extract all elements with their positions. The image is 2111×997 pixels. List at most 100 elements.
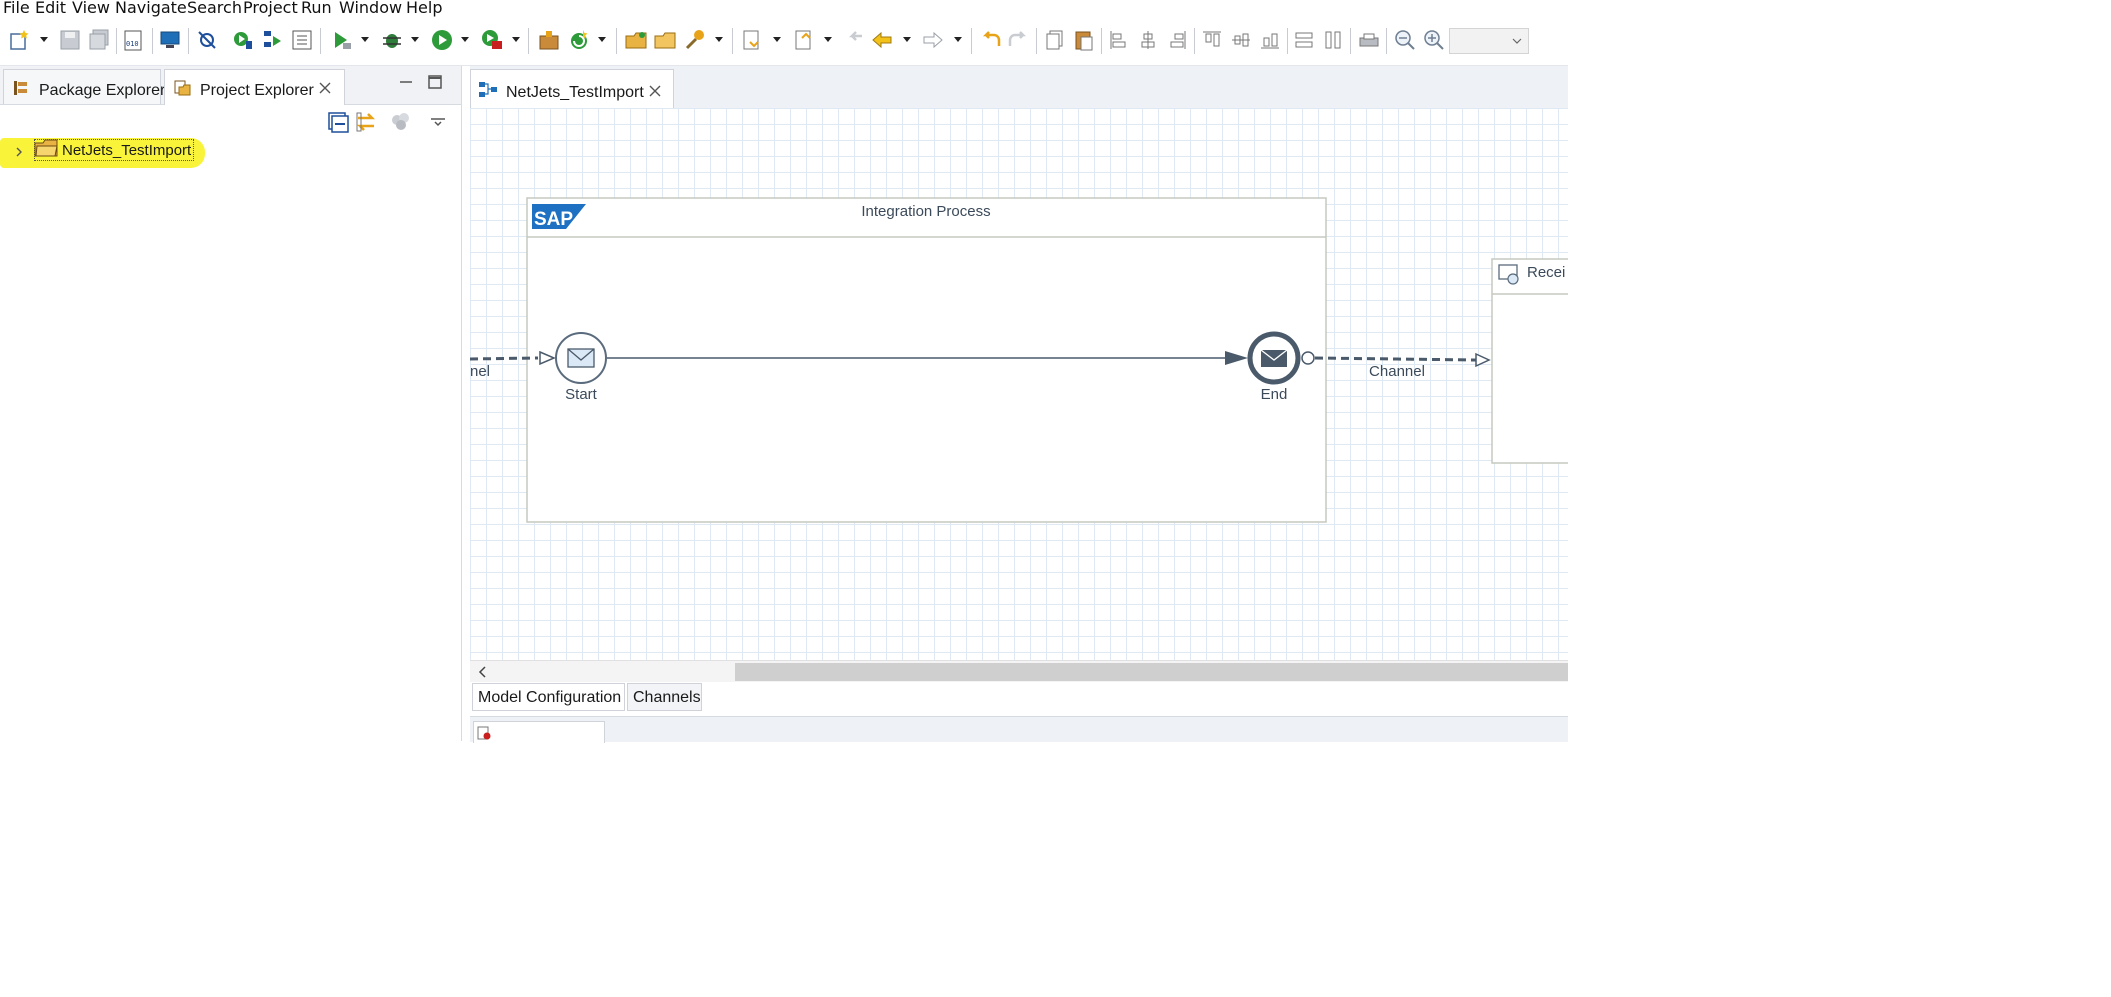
external-tools-icon[interactable]	[480, 28, 504, 52]
tree-item-label: NetJets_TestImport	[62, 142, 192, 159]
filter-icon[interactable]	[389, 110, 413, 134]
tab-label: Project Explorer	[200, 82, 314, 99]
paste-icon[interactable]	[1072, 28, 1096, 52]
collapse-all-icon[interactable]	[326, 110, 350, 134]
next-annotation-icon[interactable]	[740, 28, 764, 52]
align-middle-icon[interactable]	[1229, 28, 1253, 52]
envelope-icon	[567, 348, 595, 368]
last-edit-icon[interactable]	[842, 28, 866, 52]
open-folder-icon[interactable]	[624, 28, 648, 52]
flow-run-icon[interactable]	[261, 28, 285, 52]
match-width-icon[interactable]	[1292, 28, 1316, 52]
editor-area: NetJets_TestImport SAP Integration Proce…	[470, 66, 1568, 743]
run-icon[interactable]	[430, 28, 454, 52]
receiver-participant[interactable]	[1491, 258, 1568, 464]
save-all-icon[interactable]	[87, 28, 111, 52]
receiver-channel-line[interactable]	[1314, 356, 1477, 362]
save-icon[interactable]	[58, 28, 82, 52]
open-project-icon[interactable]	[653, 28, 677, 52]
redo-icon[interactable]	[1006, 28, 1030, 52]
view-menu-icon[interactable]	[426, 110, 450, 134]
chevron-left-icon[interactable]	[478, 666, 488, 678]
menu-window[interactable]: Window	[339, 0, 403, 17]
close-icon[interactable]	[647, 83, 663, 99]
link-with-editor-icon[interactable]	[354, 110, 378, 134]
pool-title: Integration Process	[861, 203, 990, 220]
start-event[interactable]	[555, 332, 607, 384]
tool-icon[interactable]	[683, 28, 707, 52]
prev-annotation-icon[interactable]	[792, 28, 816, 52]
horizontal-scrollbar[interactable]	[470, 660, 1568, 683]
editor-page-tabs: Model Configuration Channels	[470, 682, 1568, 712]
zoom-level-combo[interactable]	[1449, 28, 1529, 54]
sender-channel-line[interactable]	[470, 356, 539, 361]
align-left-icon[interactable]	[1107, 28, 1131, 52]
back-icon[interactable]	[870, 28, 894, 52]
new-wizard-icon[interactable]	[8, 28, 32, 52]
maximize-icon[interactable]	[427, 74, 443, 90]
receiver-label: Recei	[1527, 264, 1565, 281]
end-event[interactable]	[1247, 331, 1301, 385]
menu-navigate[interactable]: Navigate	[115, 0, 187, 17]
close-icon[interactable]	[317, 80, 333, 96]
tab-netjets-testimport[interactable]: NetJets_TestImport	[470, 69, 674, 109]
chevron-down-icon	[1512, 38, 1522, 44]
project-folder-icon	[34, 139, 58, 157]
run-debug-config-icon[interactable]	[231, 28, 255, 52]
menu-search[interactable]: Search	[187, 0, 242, 17]
lower-views-bar	[470, 716, 1568, 743]
explorer-tab-bar: Package Explorer Project Explorer	[0, 66, 461, 105]
menu-run[interactable]: Run	[301, 0, 332, 17]
scrollbar-thumb[interactable]	[735, 663, 1568, 681]
debug-icon[interactable]	[380, 28, 404, 52]
flow-arrowhead	[1225, 351, 1248, 365]
undo-icon[interactable]	[979, 28, 1003, 52]
zoom-out-icon[interactable]	[1393, 28, 1417, 52]
minimize-icon[interactable]	[398, 74, 414, 90]
monitor-icon[interactable]	[158, 28, 182, 52]
copy-icon[interactable]	[1043, 28, 1067, 52]
forward-icon[interactable]	[921, 28, 945, 52]
align-center-icon[interactable]	[1136, 28, 1160, 52]
receiver-system-icon	[1498, 264, 1519, 285]
tab-package-explorer[interactable]: Package Explorer	[3, 69, 165, 104]
problems-icon	[477, 726, 491, 740]
explorer-panel: Package Explorer Project Explorer	[0, 66, 462, 741]
skip-breakpoints-icon[interactable]	[195, 28, 219, 52]
refresh-icon[interactable]	[567, 28, 591, 52]
menu-edit[interactable]: Edit	[35, 0, 66, 17]
integration-process-pool[interactable]	[526, 197, 1327, 523]
sap-logo: SAP	[532, 204, 586, 230]
menu-view[interactable]: View	[72, 0, 110, 17]
diagram-canvas[interactable]: SAP Integration Process nel Start	[470, 108, 1568, 660]
package-explorer-icon	[14, 81, 27, 95]
print-icon[interactable]	[1357, 28, 1381, 52]
match-height-icon[interactable]	[1321, 28, 1345, 52]
package-icon[interactable]	[537, 28, 561, 52]
tab-channels[interactable]: Channels	[627, 683, 702, 711]
tab-model-configuration[interactable]: Model Configuration	[472, 683, 625, 711]
zoom-in-icon[interactable]	[1422, 28, 1446, 52]
lower-view-tab[interactable]	[473, 721, 605, 743]
integration-diagram: SAP Integration Process nel Start	[470, 197, 1568, 523]
svg-text:010: 010	[126, 40, 139, 48]
channel-origin-marker	[1301, 351, 1315, 365]
menu-bar: File Edit View Navigate Search Project R…	[0, 0, 1568, 18]
receiver-channel-label: Channel	[1369, 363, 1425, 380]
align-bottom-icon[interactable]	[1258, 28, 1282, 52]
align-right-icon[interactable]	[1165, 28, 1189, 52]
menu-help[interactable]: Help	[406, 0, 443, 17]
binary-file-icon[interactable]: 010	[122, 28, 146, 52]
align-top-icon[interactable]	[1200, 28, 1224, 52]
checklist-icon[interactable]	[290, 28, 314, 52]
chevron-right-icon[interactable]	[13, 146, 25, 158]
integration-flow-icon	[479, 82, 497, 97]
tree-item-project[interactable]: NetJets_TestImport	[34, 139, 194, 161]
menu-project[interactable]: Project	[243, 0, 298, 17]
run-last-tool-icon[interactable]	[330, 28, 354, 52]
menu-file[interactable]: File	[3, 0, 30, 17]
end-label: End	[1261, 386, 1288, 403]
editor-tab-bar: NetJets_TestImport	[470, 66, 1568, 109]
svg-text:SAP: SAP	[534, 209, 573, 230]
tab-project-explorer[interactable]: Project Explorer	[164, 69, 345, 105]
